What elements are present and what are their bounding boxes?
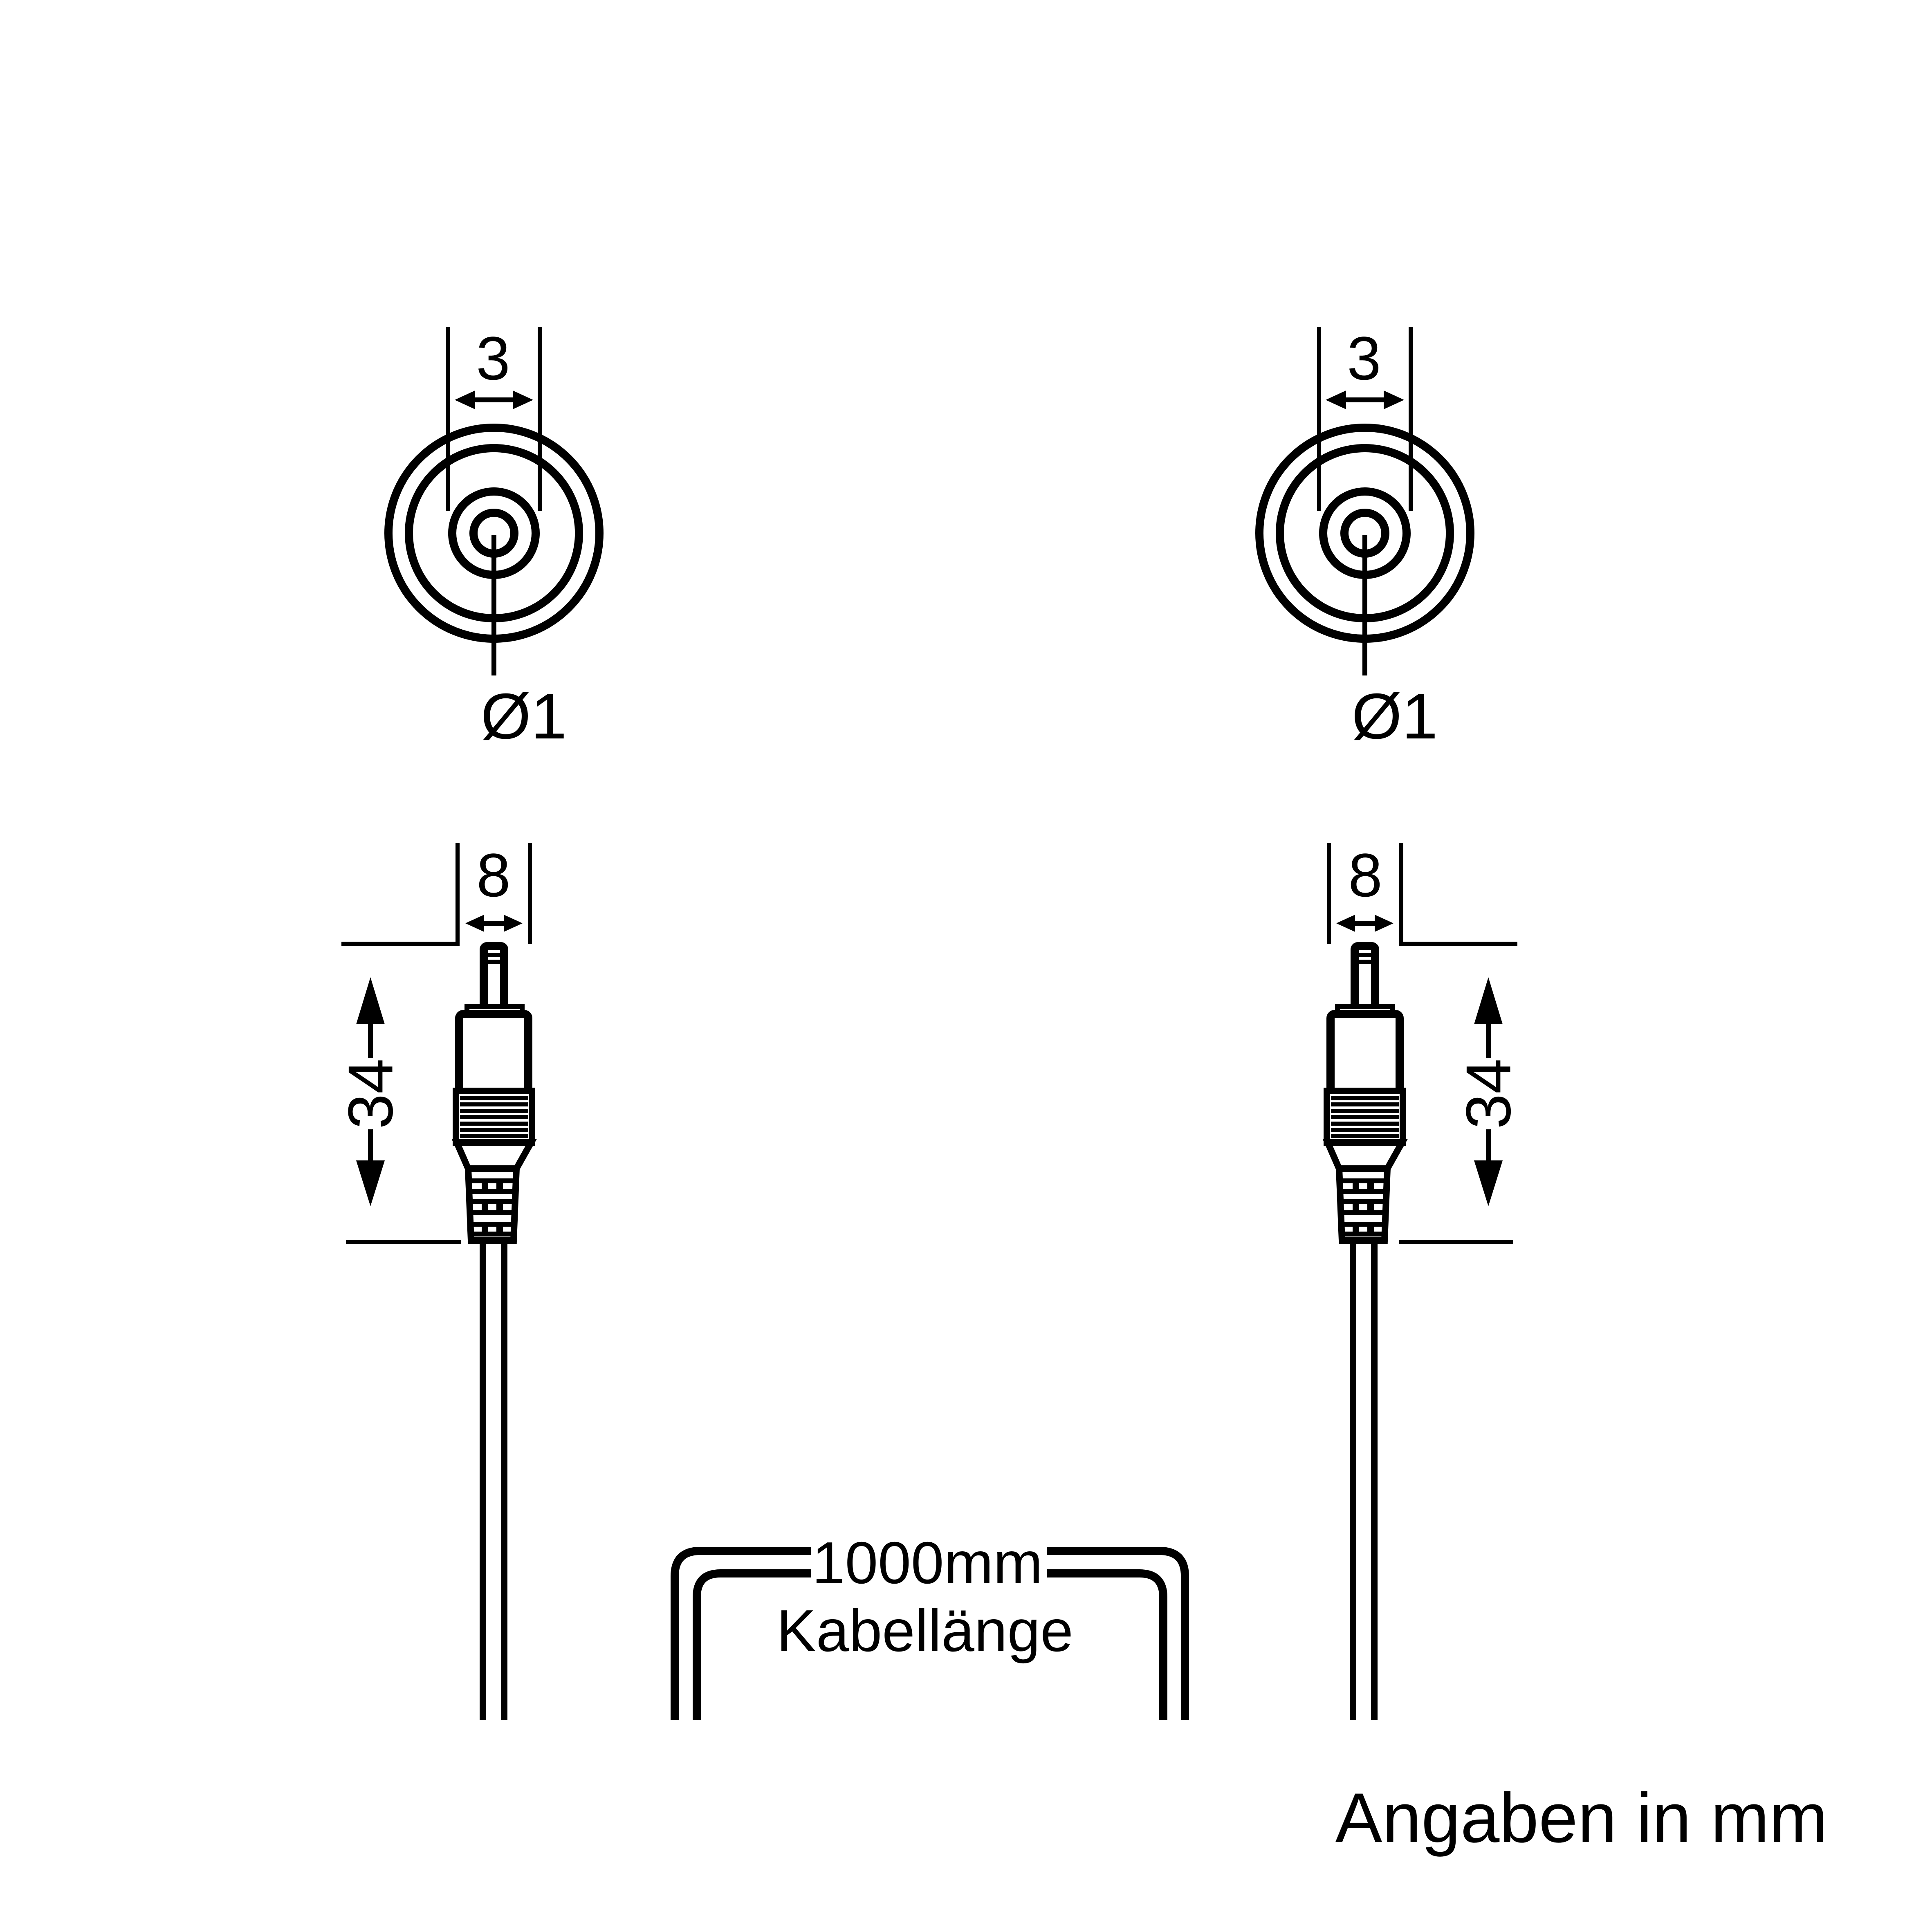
right-plug-body bbox=[1326, 1010, 1404, 1096]
left-plug-strain-relief bbox=[464, 1165, 520, 1244]
left-side-width-dimension: 8 bbox=[341, 841, 532, 946]
cable-caption: Kabellänge bbox=[776, 1598, 1073, 1664]
cable-length-symbol: 1000mm Kabellänge bbox=[671, 1530, 1189, 1720]
right-front-width-label: 3 bbox=[1347, 324, 1381, 393]
cable-bracket-inner-left bbox=[693, 1569, 811, 1720]
right-plug-taper bbox=[1322, 1139, 1408, 1172]
right-side-width-dimension: 8 bbox=[1327, 841, 1517, 946]
cable-bracket-outer-right bbox=[1047, 1547, 1189, 1720]
left-side-length-label: 34 bbox=[335, 1059, 406, 1129]
right-plug-strain-relief bbox=[1335, 1165, 1391, 1244]
left-plug-taper bbox=[451, 1139, 537, 1172]
right-side-width-label: 8 bbox=[1348, 841, 1382, 909]
left-side-extension-corner bbox=[341, 843, 460, 946]
left-side-length-dimension: 34 bbox=[335, 977, 461, 1244]
left-front-width-arrow bbox=[455, 390, 533, 409]
right-side-length-dimension: 34 bbox=[1399, 977, 1524, 1244]
left-front-width-label: 3 bbox=[476, 324, 510, 393]
cable-bracket-inner-right bbox=[1047, 1569, 1167, 1720]
right-front-pin-diameter-label: Ø1 bbox=[1352, 680, 1438, 752]
left-plug-threads bbox=[453, 1088, 535, 1146]
left-plug-body bbox=[455, 1010, 532, 1096]
cable-bracket-outer-left bbox=[671, 1547, 811, 1720]
right-side-length-label: 34 bbox=[1453, 1059, 1524, 1129]
right-connector-front-view: 3 Ø1 bbox=[1255, 324, 1474, 752]
right-front-width-arrow bbox=[1326, 390, 1404, 409]
cable-length-label: 1000mm bbox=[812, 1530, 1043, 1596]
left-side-width-label: 8 bbox=[476, 841, 510, 909]
right-side-extension-corner bbox=[1399, 843, 1517, 946]
units-note: Angaben in mm bbox=[1335, 1779, 1828, 1857]
right-connector-side-view: 8 34 bbox=[1322, 841, 1524, 1720]
right-plug-threads bbox=[1324, 1088, 1406, 1146]
left-front-pin-diameter-label: Ø1 bbox=[481, 680, 567, 752]
left-connector-front-view: 3 Ø1 bbox=[384, 324, 604, 752]
left-connector-side-view: 8 34 bbox=[335, 841, 537, 1720]
